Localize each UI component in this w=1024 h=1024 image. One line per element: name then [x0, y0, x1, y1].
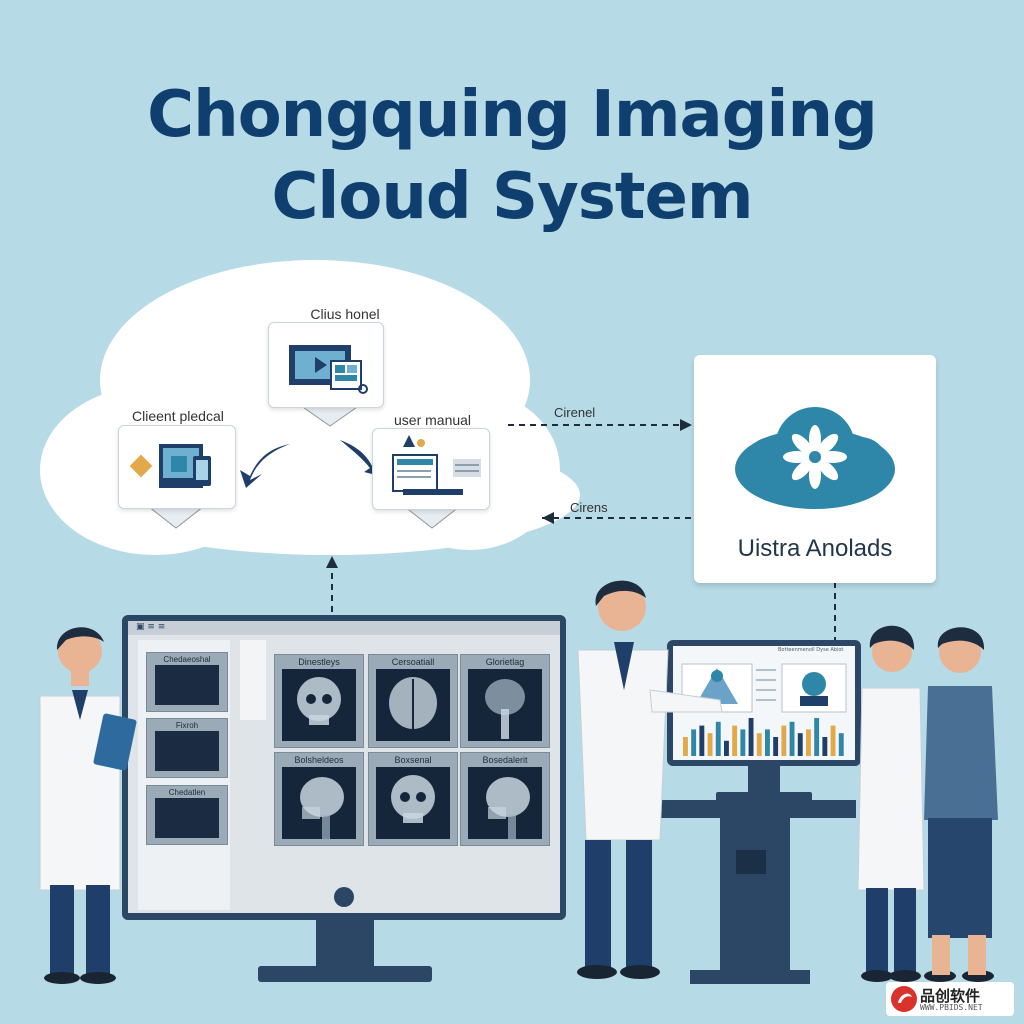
analytics-bar [683, 737, 688, 756]
video-player-icon [289, 345, 368, 394]
doctor-middle-figure [577, 580, 723, 979]
xray-caption: Dinestleys [298, 657, 340, 667]
doctor-left-figure [39, 627, 137, 984]
xray-caption: Bosedalerit [482, 755, 528, 765]
thumbnail-caption: Fixroh [175, 721, 199, 730]
thumbnail-caption: Chedatlen [168, 788, 206, 797]
desk-top [656, 800, 856, 818]
arrow-left-icon [542, 512, 554, 524]
skull-xray-icon [486, 777, 530, 839]
skull-xray-icon [391, 775, 435, 823]
monitor-power-icon [334, 887, 354, 907]
cloud-top-label: Clius honel [310, 306, 380, 322]
xray-caption: Cersoatiall [391, 657, 435, 667]
analytics-bar-chart [683, 718, 844, 756]
analytics-bar [797, 733, 803, 756]
analytics-bar [691, 729, 697, 756]
sidebar-thumbnail[interactable]: Chedaeoshal [146, 652, 228, 712]
connector-upper-label: Cirenel [554, 405, 596, 420]
xray-tile[interactable]: Glorietlag [460, 654, 550, 748]
analytics-bar [806, 729, 811, 756]
skull-xray-icon [485, 679, 525, 739]
analytics-bar [699, 725, 705, 756]
xray-image [468, 767, 542, 839]
watermark-logo-icon [891, 986, 917, 1012]
connector-lower-label: Cirens [570, 500, 608, 515]
cloud-left-label: Clieent pledcal [132, 408, 224, 424]
curved-arrow-left-icon [240, 444, 290, 488]
skull-xray-icon [297, 677, 341, 725]
analytics-bar [756, 733, 762, 756]
analytics-bar [789, 721, 795, 756]
analytics-bar [765, 729, 770, 756]
xray-tile[interactable]: Boxsenal [368, 752, 458, 846]
cloud-right-label: user manual [394, 412, 472, 428]
analytics-bar [724, 740, 729, 756]
analytics-header: Botteenmenoll Dyse Abiot [778, 647, 844, 653]
analytics-bar [814, 718, 820, 756]
xray-tile[interactable]: Cersoatiall [368, 654, 458, 748]
analytics-bar [781, 725, 787, 756]
cloud-top-panel[interactable] [268, 322, 384, 408]
connector-lines [331, 424, 836, 640]
xray-image [376, 669, 450, 741]
page-title-line-1: Chongquing Imaging [147, 78, 878, 152]
curved-arrow-right-icon [340, 440, 380, 476]
cloud-left-panel[interactable] [118, 425, 236, 509]
desk-pillar [720, 818, 790, 978]
monitor-toolbar[interactable]: ▣ ≡ ≡ [136, 622, 166, 632]
page-title-line-2: Cloud System [271, 160, 753, 234]
watermark-name: 品创软件 [920, 987, 981, 1005]
devices-icon [129, 444, 211, 488]
xray-image [282, 767, 356, 839]
arrow-up-icon [326, 556, 338, 568]
arrow-right-icon [680, 419, 692, 431]
monitor-neck [316, 915, 374, 970]
skull-xray-icon [389, 677, 437, 729]
watermark-url: WWW.PBIDS.NET [920, 1003, 983, 1012]
analytics-bar [773, 737, 779, 756]
xray-tile[interactable]: Dinestleys [274, 654, 364, 748]
thumbnail-caption: Chedaeoshal [163, 655, 211, 664]
monitor-base [258, 966, 432, 982]
nurse-figure [924, 627, 998, 982]
analytics-bar [838, 733, 844, 756]
watermark: 品创软件 WWW.PBIDS.NET [886, 982, 1014, 1016]
analytics-bar [732, 725, 738, 756]
analytics-bar [822, 737, 828, 756]
cloud-right-panel[interactable] [372, 428, 490, 510]
analytics-bar [707, 733, 713, 756]
xray-thumbnail-image [155, 731, 219, 771]
xray-image [468, 669, 542, 741]
monitor-toolbar-bg [128, 621, 560, 635]
xray-caption: Bolsheldeos [294, 755, 344, 765]
sidebar-thumbnail[interactable]: Chedatlen [146, 785, 228, 845]
analytics-bar [715, 721, 721, 756]
manual-document-icon [392, 435, 481, 495]
brand-name: Uistra Anolads [737, 535, 893, 562]
analytics-bar [830, 725, 836, 756]
sidebar-thumbnail[interactable]: Fixroh [146, 718, 228, 778]
xray-caption: Boxsenal [394, 755, 432, 765]
analytics-bar [740, 729, 746, 756]
analytics-bar [748, 718, 754, 756]
xray-image [282, 669, 356, 741]
xray-thumbnail-image [155, 665, 219, 705]
xray-thumbnail-image [155, 798, 219, 838]
xray-caption: Glorietlag [485, 657, 525, 667]
xray-image [376, 767, 450, 839]
brand-card[interactable]: Uistra Anolads [694, 355, 936, 583]
xray-tile[interactable]: Bosedalerit [460, 752, 550, 846]
xray-tile[interactable]: Bolsheldeos [274, 752, 364, 846]
doctor-female-figure [857, 625, 925, 982]
skull-xray-icon [300, 777, 344, 839]
cloud-flower-logo-icon [735, 407, 895, 509]
